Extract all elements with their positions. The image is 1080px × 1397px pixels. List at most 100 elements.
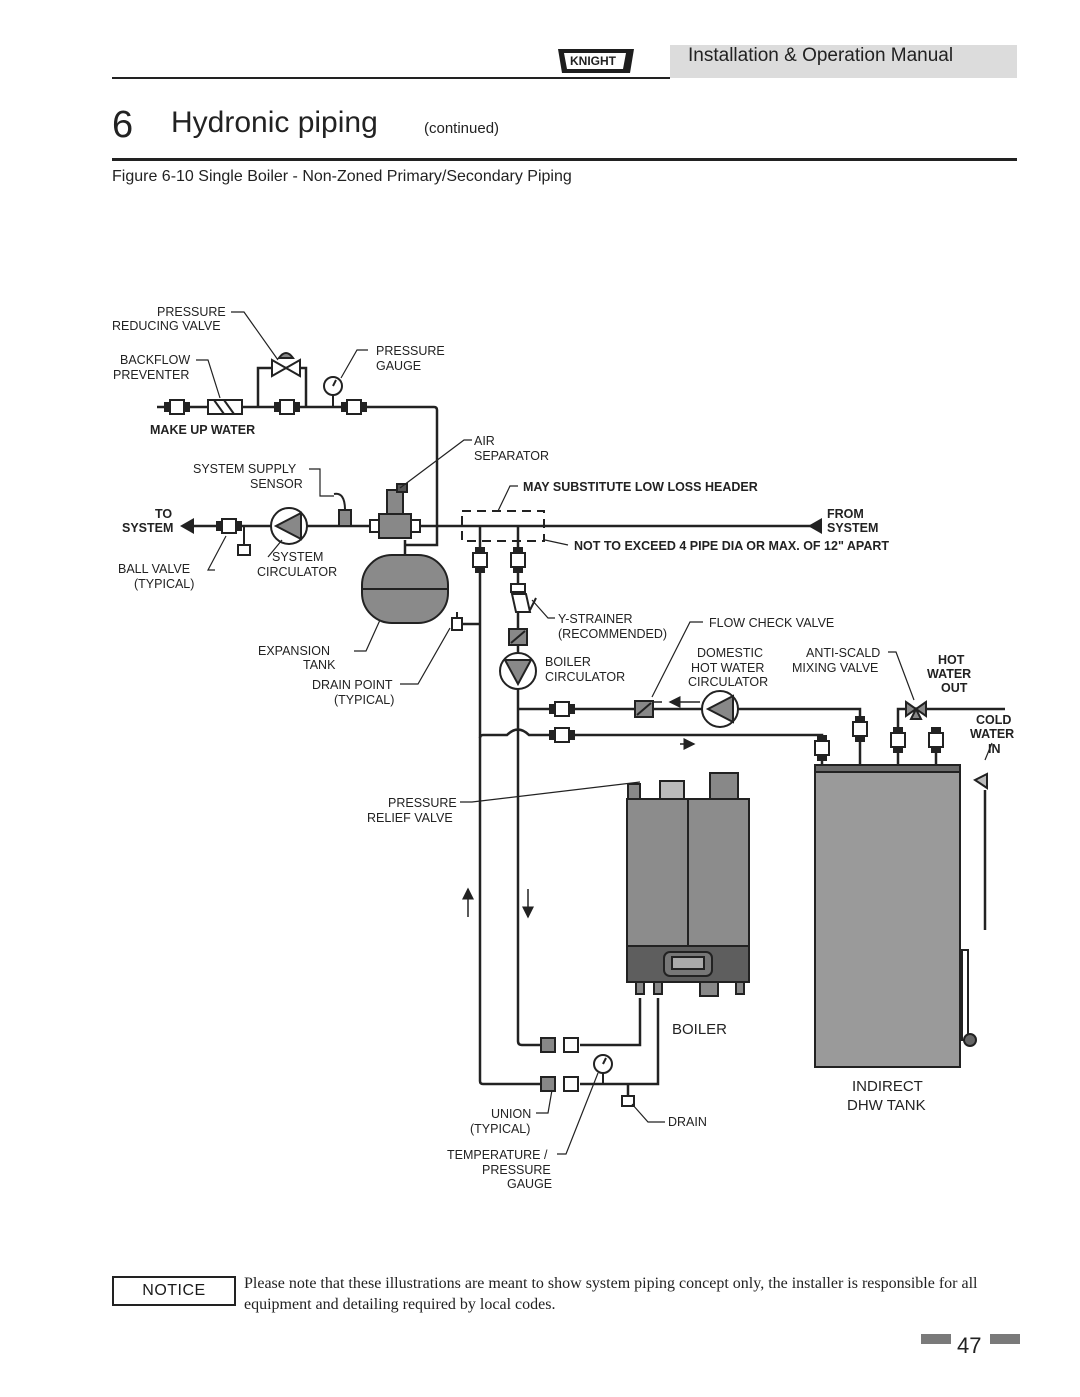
label-drain-point-2: (TYPICAL): [334, 693, 394, 707]
section-number: 6: [112, 104, 134, 146]
page-bar-left: [921, 1334, 951, 1344]
label-union-2: (TYPICAL): [470, 1122, 530, 1136]
section-continued: (continued): [424, 120, 500, 137]
page-number: 47: [957, 1333, 982, 1358]
label-hot-water-3: OUT: [941, 681, 968, 695]
label-sensor-1: SYSTEM SUPPLY: [193, 462, 297, 476]
label-dhw-circ-2: HOT WATER: [691, 661, 764, 675]
boiler-union-lower: [540, 1076, 579, 1092]
indirect-dhw-tank: [814, 764, 988, 1068]
label-boiler-circ-1: BOILER: [545, 655, 591, 669]
drain-point: [451, 612, 463, 631]
label-boiler: BOILER: [672, 1021, 727, 1038]
label-y-strainer-2: (RECOMMENDED): [558, 627, 667, 641]
label-indirect-2: DHW TANK: [847, 1097, 926, 1114]
label-hot-water-1: HOT: [938, 653, 965, 667]
label-to-system-1: TO: [155, 507, 172, 521]
dhw-check-valve: [634, 700, 654, 718]
label-pressure-gauge-1: PRESSURE: [376, 344, 445, 358]
label-prv-1: PRESSURE: [157, 305, 226, 319]
anti-scald-mixing-valve: [905, 700, 927, 720]
svg-text:KNIGHT: KNIGHT: [570, 54, 617, 68]
label-pressure-gauge-2: GAUGE: [376, 359, 421, 373]
primary-tee-left: [472, 547, 488, 573]
dhw-tank-union-2: [814, 735, 830, 761]
label-anti-scald-1: ANTI-SCALD: [806, 646, 880, 660]
label-not-to-exceed: NOT TO EXCEED 4 PIPE DIA OR MAX. OF 12" …: [574, 539, 889, 553]
label-drain: DRAIN: [668, 1115, 707, 1129]
dhw-circulator: [701, 690, 739, 728]
knight-logo: KNIGHT WALL MOUNT BOILER: [558, 49, 634, 73]
section-title: Hydronic piping: [171, 106, 378, 139]
label-system-circ-1: SYSTEM: [272, 550, 323, 564]
dhw-tank-union-3: [890, 727, 906, 753]
label-prv-2: REDUCING VALVE: [112, 319, 221, 333]
label-sensor-2: SENSOR: [250, 477, 303, 491]
manual-title: Installation & Operation Manual: [688, 45, 954, 66]
label-cold-water-3: IN: [988, 742, 1001, 756]
leader-lines: [196, 311, 993, 1155]
section-rule: [112, 158, 1017, 161]
dhw-tank-union-4: [928, 727, 944, 753]
boiler-union-upper: [540, 1037, 579, 1053]
to-system-valve: [216, 518, 242, 534]
dhw-union-2: [549, 727, 575, 743]
label-dhw-circ-3: CIRCULATOR: [688, 675, 768, 689]
label-tp-gauge-2: PRESSURE: [482, 1163, 551, 1177]
makeup-valve-2: [274, 399, 300, 415]
pressure-reducing-valve: [271, 352, 301, 378]
label-air-separator-2: SEPARATOR: [474, 449, 549, 463]
temperature-pressure-gauge: [593, 1054, 613, 1084]
label-backflow-1: BACKFLOW: [120, 353, 190, 367]
figure-caption: Figure 6-10 Single Boiler - Non-Zoned Pr…: [112, 168, 572, 185]
dhw-tank-union-1: [852, 716, 868, 742]
label-cold-water-1: COLD: [976, 713, 1011, 727]
label-anti-scald-2: MIXING VALVE: [792, 661, 878, 675]
label-from-system-1: FROM: [827, 507, 864, 521]
label-from-system-2: SYSTEM: [827, 521, 878, 535]
notice-label: NOTICE: [112, 1276, 236, 1306]
air-separator: [369, 483, 421, 539]
ball-valve: [237, 526, 251, 556]
boiler-unit: [626, 772, 750, 997]
to-system-arrow: [180, 518, 194, 534]
label-boiler-circ-2: CIRCULATOR: [545, 670, 625, 684]
label-cold-water-2: WATER: [970, 727, 1014, 741]
label-tp-gauge-1: TEMPERATURE /: [447, 1148, 548, 1162]
label-to-system-2: SYSTEM: [122, 521, 173, 535]
label-ball-valve-1: BALL VALVE: [118, 562, 190, 576]
label-backflow-2: PREVENTER: [113, 368, 189, 382]
makeup-valve-1: [164, 399, 190, 415]
backflow-preventer: [207, 399, 243, 415]
page-bar-right: [990, 1334, 1020, 1344]
system-supply-sensor: [333, 492, 352, 527]
label-tp-gauge-3: GAUGE: [507, 1177, 552, 1191]
label-relief-2: RELIEF VALVE: [367, 811, 453, 825]
label-hot-water-2: WATER: [927, 667, 971, 681]
primary-tee-right: [510, 547, 526, 573]
label-indirect-1: INDIRECT: [852, 1078, 923, 1095]
boiler-circulator: [499, 652, 537, 690]
notice-text: Please note that these illustrations are…: [244, 1275, 978, 1313]
label-system-circ-2: CIRCULATOR: [257, 565, 337, 579]
label-may-substitute: MAY SUBSTITUTE LOW LOSS HEADER: [523, 480, 758, 494]
label-expansion-1: EXPANSION: [258, 644, 330, 658]
label-air-separator-1: AIR: [474, 434, 495, 448]
expansion-tank: [361, 554, 449, 624]
label-make-up-water: MAKE UP WATER: [150, 423, 255, 437]
label-flow-check-valve: FLOW CHECK VALVE: [709, 616, 834, 630]
label-drain-point-1: DRAIN POINT: [312, 678, 393, 692]
label-dhw-circ-1: DOMESTIC: [697, 646, 763, 660]
y-strainer: [510, 583, 537, 613]
system-circulator: [270, 507, 308, 545]
drain-valve: [621, 1095, 635, 1107]
svg-text:WALL MOUNT BOILER: WALL MOUNT BOILER: [580, 69, 617, 73]
from-system-arrow: [808, 518, 822, 534]
dhw-union-1: [549, 701, 575, 717]
low-loss-header-box: [461, 510, 545, 542]
label-relief-1: PRESSURE: [388, 796, 457, 810]
pressure-gauge: [323, 376, 343, 407]
header-rule: [112, 77, 670, 79]
label-y-strainer-1: Y-STRAINER: [558, 612, 633, 626]
